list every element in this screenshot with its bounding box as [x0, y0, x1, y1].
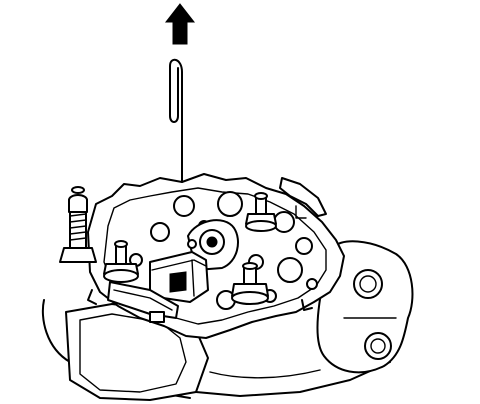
paper-clip: [169, 58, 183, 183]
regulator-brush-holder: [107, 219, 239, 323]
terminal-bolt: [59, 186, 97, 263]
terminal-stud: [103, 177, 327, 305]
direction-arrow: [164, 3, 196, 45]
